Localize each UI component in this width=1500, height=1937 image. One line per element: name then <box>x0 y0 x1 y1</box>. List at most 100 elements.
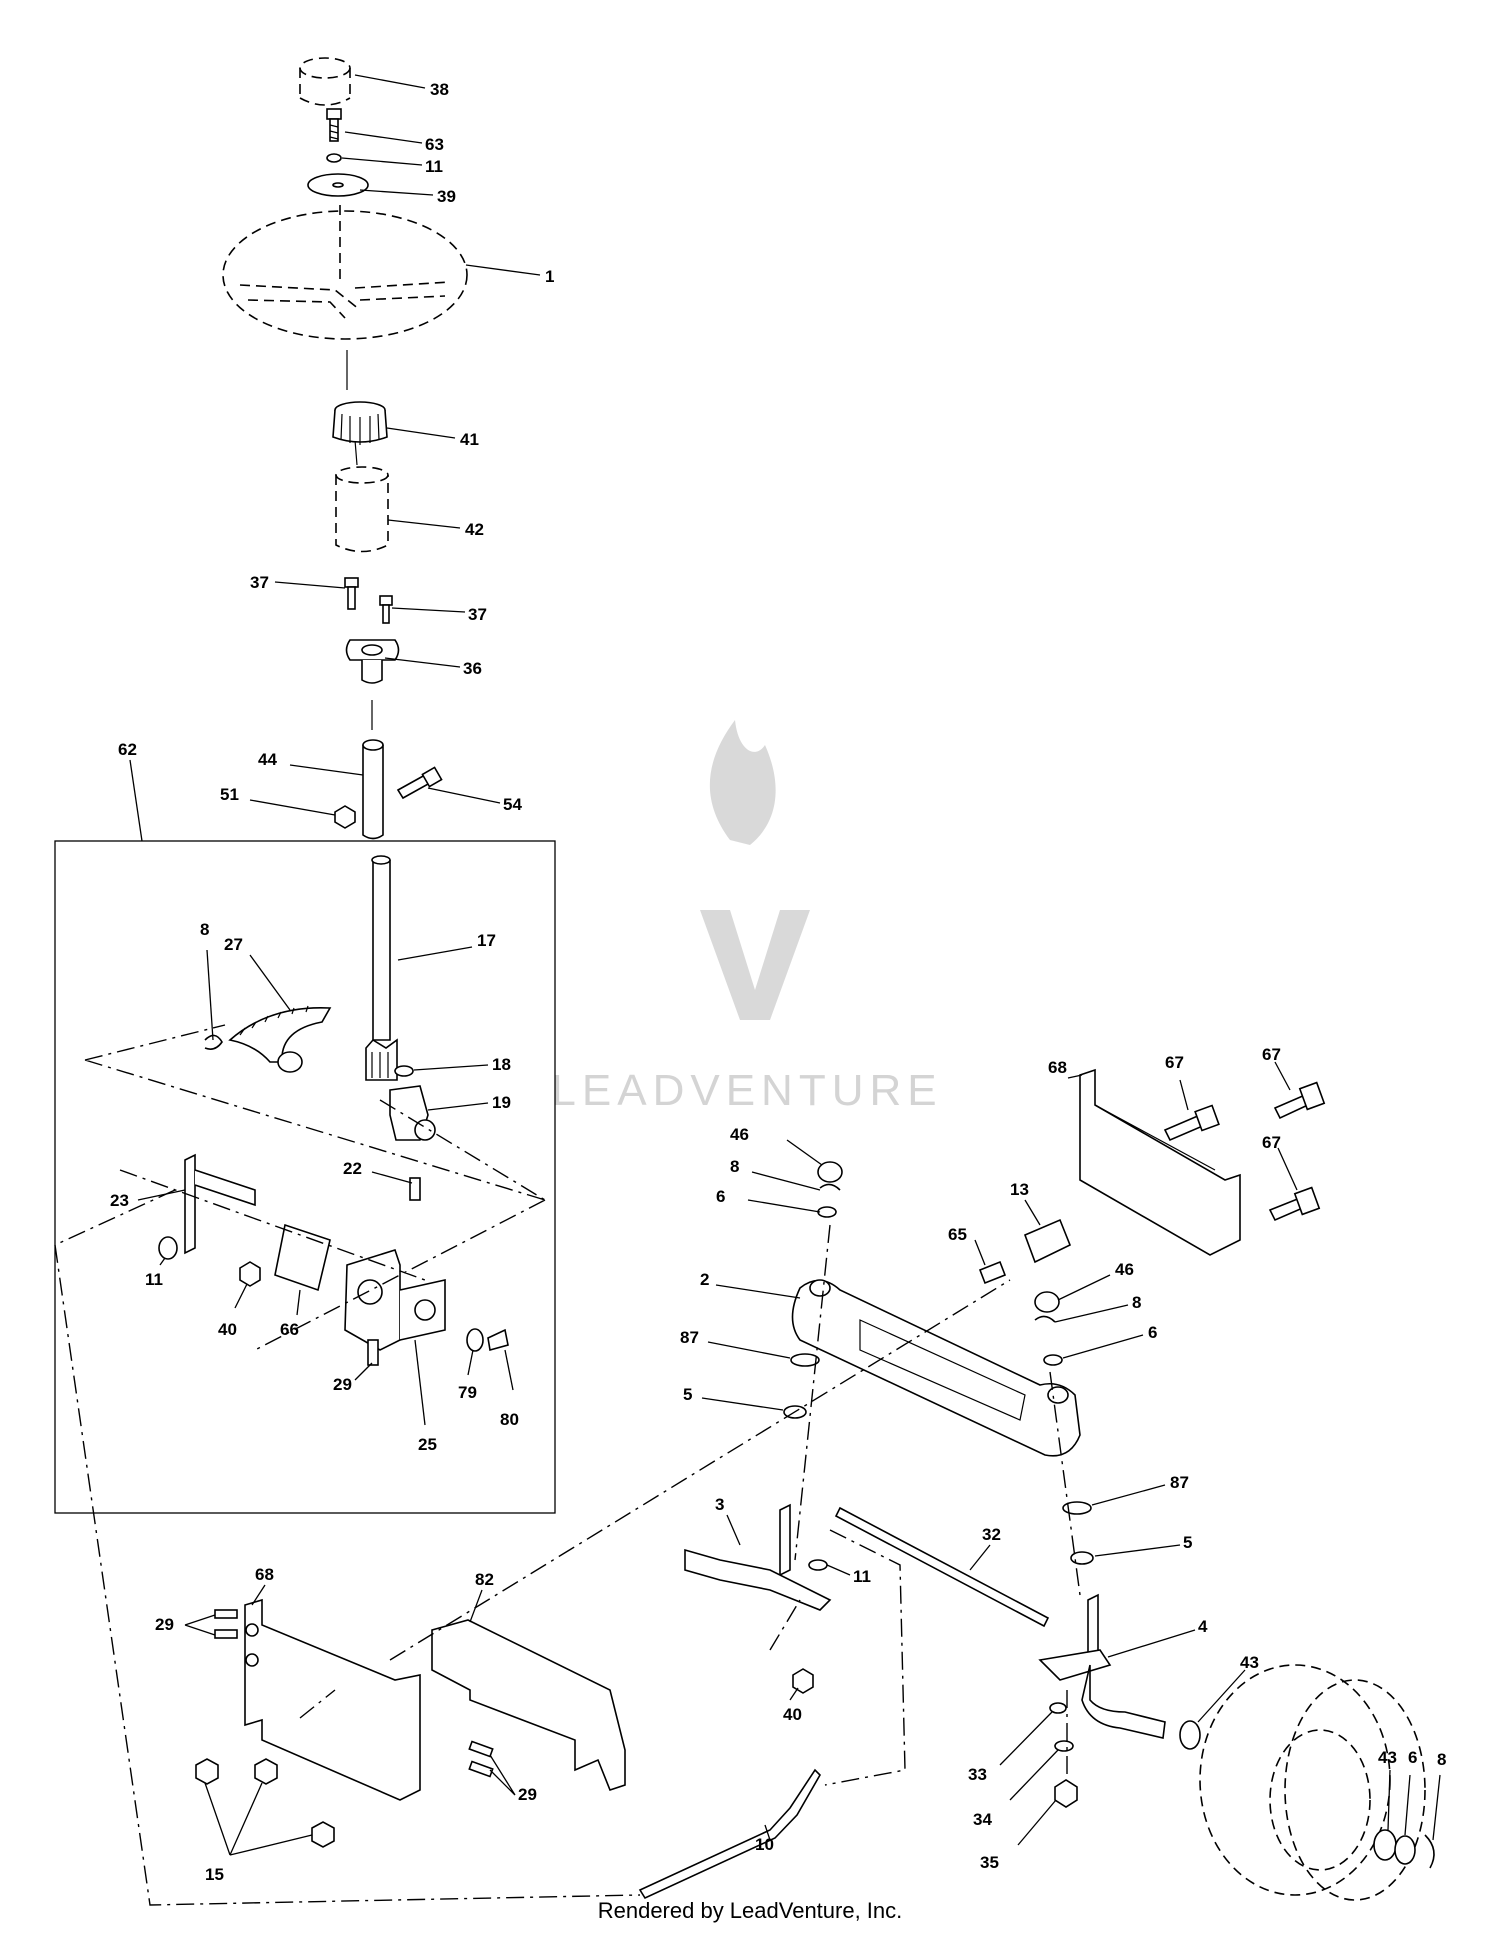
callout-4: 4 <box>1198 1617 1208 1636</box>
callout-43b: 43 <box>1378 1748 1397 1767</box>
part-23-pivot <box>184 1153 196 1255</box>
callout-32: 32 <box>982 1525 1001 1544</box>
callout-15: 15 <box>205 1865 224 1884</box>
leadventure-watermark: LEADVENTURE <box>551 720 942 1115</box>
callout-79: 79 <box>458 1383 477 1402</box>
part-11-washer-spindle <box>808 1559 828 1571</box>
callout-43a: 43 <box>1240 1653 1259 1672</box>
part-1-steering-wheel <box>222 210 468 340</box>
callout-labels: 38 63 11 39 1 41 42 37 37 36 44 51 54 62… <box>110 74 1446 1884</box>
callout-29a: 29 <box>333 1375 352 1394</box>
callout-33: 33 <box>968 1765 987 1784</box>
part-2-axle-beam <box>791 1279 1081 1457</box>
part-29-screw-upper-2 <box>214 1629 238 1639</box>
watermark-text: LEADVENTURE <box>551 1066 942 1115</box>
part-8-clip-hub <box>1424 1834 1435 1869</box>
callout-8a: 8 <box>200 920 209 939</box>
callout-87a: 87 <box>680 1328 699 1347</box>
callout-1: 1 <box>545 267 554 286</box>
callout-67b: 67 <box>1262 1045 1281 1064</box>
callout-22: 22 <box>343 1159 362 1178</box>
part-27-sector-gear <box>228 1006 332 1063</box>
callout-27: 27 <box>224 935 243 954</box>
part-34-washer <box>1054 1740 1074 1752</box>
callout-3: 3 <box>715 1495 724 1514</box>
part-35-nut <box>1054 1779 1078 1808</box>
part-11-washer-lower <box>158 1236 178 1260</box>
callout-2: 2 <box>700 1270 709 1289</box>
frame-bracket-parts <box>195 1279 1011 1900</box>
part-42-sleeve <box>335 466 389 484</box>
callout-11b: 11 <box>145 1270 163 1289</box>
callout-19: 19 <box>492 1093 511 1112</box>
part-18-washer <box>394 1065 414 1077</box>
callout-5a: 5 <box>683 1385 692 1404</box>
part-29-screw-upper-1 <box>214 1609 238 1619</box>
callout-37a: 37 <box>250 573 269 592</box>
callout-63: 63 <box>425 135 444 154</box>
wheel-outline <box>1199 1664 1391 1896</box>
part-22-screw <box>409 1177 421 1201</box>
footer-credit: Rendered by LeadVenture, Inc. <box>597 1898 903 1923</box>
callout-17: 17 <box>477 931 496 950</box>
callout-38: 38 <box>430 80 449 99</box>
part-33-washer <box>1049 1702 1067 1714</box>
part-29-screw-box <box>367 1339 379 1366</box>
callout-13: 13 <box>1010 1180 1029 1199</box>
part-51-nut <box>334 805 356 829</box>
part-43-washer-lower <box>1373 1829 1397 1861</box>
callout-37b: 37 <box>468 605 487 624</box>
part-79-washer <box>466 1328 484 1352</box>
callout-8b: 8 <box>730 1157 739 1176</box>
callout-65: 65 <box>948 1225 967 1244</box>
callout-44: 44 <box>258 750 277 769</box>
callout-67c: 67 <box>1262 1133 1281 1152</box>
callout-29c: 29 <box>518 1785 537 1804</box>
callout-46b: 46 <box>1115 1260 1134 1279</box>
part-29-screw-lower-1 <box>468 1740 494 1758</box>
part-37-screw-right <box>379 595 393 606</box>
part-8-clip-upper <box>204 1034 223 1050</box>
callout-36: 36 <box>463 659 482 678</box>
part-63-bolt <box>326 108 342 120</box>
callout-34: 34 <box>973 1810 992 1829</box>
part-17-pinion-shaft <box>372 860 391 1041</box>
part-40-nut-upper <box>239 1261 261 1287</box>
callout-35: 35 <box>980 1853 999 1872</box>
callout-5b: 5 <box>1183 1533 1192 1552</box>
callout-40a: 40 <box>218 1320 237 1339</box>
part-68-bracket-right <box>1079 1068 1241 1256</box>
callout-68b: 68 <box>255 1565 274 1584</box>
part-6-washer-hub <box>1394 1835 1416 1865</box>
part-8-clip-left <box>819 1183 841 1191</box>
part-15-nut-2 <box>254 1758 278 1785</box>
callout-6b: 6 <box>1148 1323 1157 1342</box>
part-13-bushing <box>1023 1218 1072 1264</box>
callout-82: 82 <box>475 1570 494 1589</box>
part-5-washer-right <box>1070 1551 1094 1565</box>
part-87-spacer-right <box>1062 1501 1092 1515</box>
callout-23: 23 <box>110 1191 129 1210</box>
callout-29b: 29 <box>155 1615 174 1634</box>
callout-6c: 6 <box>1408 1748 1417 1767</box>
callout-8c: 8 <box>1132 1293 1141 1312</box>
part-6-washer-right <box>1043 1354 1063 1366</box>
callout-87b: 87 <box>1170 1473 1189 1492</box>
callout-51: 51 <box>220 785 239 804</box>
callout-10: 10 <box>755 1835 774 1854</box>
callout-41: 41 <box>460 430 479 449</box>
part-32-tie-rod <box>834 1506 1050 1628</box>
callout-54: 54 <box>503 795 522 814</box>
part-44-shaft <box>362 745 384 840</box>
callout-67a: 67 <box>1165 1053 1184 1072</box>
callout-42: 42 <box>465 520 484 539</box>
callout-66: 66 <box>280 1320 299 1339</box>
part-46-cap-left <box>817 1161 843 1183</box>
callout-25: 25 <box>418 1435 437 1454</box>
part-87-spacer-left <box>790 1353 820 1367</box>
part-11-washer <box>326 153 342 163</box>
callout-40b: 40 <box>783 1705 802 1724</box>
callout-68a: 68 <box>1048 1058 1067 1077</box>
part-3-spindle <box>779 1503 791 1577</box>
